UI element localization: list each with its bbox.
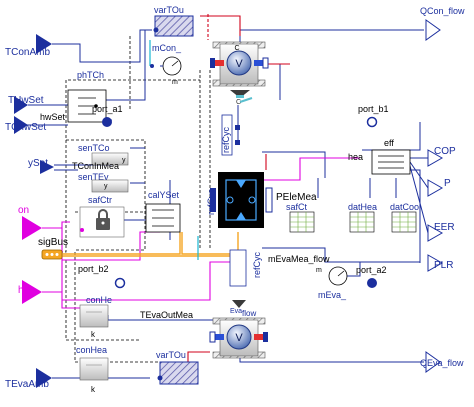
- sen-tco-label: senTCo: [78, 143, 110, 153]
- eff-label: eff: [384, 138, 394, 148]
- input-on-label: on: [18, 205, 29, 216]
- input-teva-amb[interactable]: TEvaAmb: [5, 368, 52, 390]
- saf-ctr-block[interactable]: safCtr: [79, 195, 125, 238]
- output-plr[interactable]: PLR: [427, 254, 453, 272]
- eva-outlet-arrow: Eva flow: [230, 300, 256, 318]
- ref-cyc-top-label: refCyc: [221, 126, 231, 153]
- ref-cyc-main-block[interactable]: refCyc: [206, 172, 273, 228]
- saf-ctr-label: safCtr: [88, 195, 112, 205]
- ph-tch-block[interactable]: phTCh: [67, 70, 107, 123]
- sen-tev-y: y: [104, 183, 108, 190]
- input-tcon-amb-label: TConAmb: [5, 47, 50, 58]
- sig-bus-label: sigBus: [38, 237, 68, 248]
- output-qeva-flow-label: QEva_flow: [420, 358, 464, 368]
- port-b2[interactable]: port_b2: [78, 264, 126, 289]
- con-he-label: conHe: [86, 295, 112, 305]
- m-eva-m-label: m: [316, 267, 322, 274]
- con-hea-label: conHea: [76, 345, 107, 355]
- saf-ct-block[interactable]: safCt: [286, 202, 315, 233]
- input-thw-set-label: THwSet: [8, 95, 44, 106]
- saf-ct-label: safCt: [286, 202, 308, 212]
- output-p[interactable]: P: [427, 178, 451, 197]
- input-hea[interactable]: hea: [18, 280, 42, 304]
- output-cop-label: COP: [434, 146, 456, 157]
- meva-mea-flow-label: mEvaMea_flow: [268, 254, 330, 264]
- con-outlet-arrow: C: [230, 90, 250, 106]
- m-con-label: mCon_: [152, 43, 182, 53]
- dat-hea-label: datHea: [348, 202, 377, 212]
- cal-yset-label: calYSet: [148, 190, 180, 200]
- var-tou-bot-label: varTOu: [156, 350, 186, 360]
- evaporator-block[interactable]: V: [209, 317, 268, 359]
- sen-tev-block[interactable]: senTEv y: [78, 172, 129, 193]
- output-qcon-flow[interactable]: QCon_flow: [420, 6, 465, 41]
- input-on[interactable]: on: [18, 205, 42, 240]
- output-eer-label: EER: [434, 222, 455, 233]
- sen-tco-y: y: [122, 157, 126, 164]
- ph-tch-label: phTCh: [77, 70, 104, 80]
- sig-bus-connector[interactable]: sigBus: [38, 237, 68, 260]
- pele-mea-label: PEleMea: [276, 192, 317, 203]
- t-con-in-mea-label: TConInMea: [72, 161, 119, 171]
- teva-out-mea-label: TEvaOutMea: [140, 310, 193, 320]
- output-plr-label: PLR: [434, 260, 453, 271]
- sen-tco-block[interactable]: senTCo y: [78, 143, 129, 166]
- condenser-fan-letter: V: [235, 58, 243, 70]
- con-hea-block[interactable]: conHea k: [76, 345, 109, 394]
- m-con-m-label: m: [172, 79, 178, 86]
- port-b1[interactable]: port_b1: [358, 104, 389, 128]
- output-p-label: P: [444, 178, 451, 189]
- hw-set-label: hwSet: [40, 112, 66, 122]
- ref-cyc-bot-label: refCyc: [252, 251, 262, 278]
- con-label-small: C: [236, 99, 241, 106]
- var-tou-bot-block[interactable]: varTOu: [156, 350, 199, 385]
- con-he-block[interactable]: conHe k: [79, 295, 112, 339]
- hea-signal-label: hea: [348, 152, 363, 162]
- dat-hea-block[interactable]: datHea: [348, 202, 377, 233]
- input-tchw-set-label: TChwSet: [5, 122, 46, 133]
- eff-block[interactable]: eff: [371, 138, 411, 175]
- input-tchw-set[interactable]: TChwSet: [5, 116, 46, 134]
- input-y-set[interactable]: ySet: [28, 158, 54, 174]
- m-con-sensor[interactable]: mCon_ m: [150, 43, 182, 86]
- condenser-c-label: C: [234, 45, 239, 52]
- ref-cyc-top-block[interactable]: refCyc: [221, 114, 240, 156]
- evaporator-fan-letter: V: [235, 332, 243, 344]
- port-a2-label: port_a2: [356, 265, 387, 275]
- input-y-set-label: ySet: [28, 158, 48, 169]
- var-tou-top-label: varTOu: [154, 5, 184, 15]
- m-eva-sensor[interactable]: m mEva_: [316, 266, 348, 300]
- m-eva-label: mEva_: [318, 290, 347, 300]
- condenser-block[interactable]: C V: [210, 41, 269, 87]
- port-a1-label: port_a1: [92, 104, 123, 114]
- output-eer[interactable]: EER: [427, 222, 455, 242]
- output-qeva-flow[interactable]: QEva_flow: [420, 351, 464, 373]
- port-b1-label: port_b1: [358, 104, 389, 114]
- input-teva-amb-label: TEvaAmb: [5, 379, 49, 390]
- input-hea-label: hea: [18, 285, 35, 296]
- port-b2-label: port_b2: [78, 264, 109, 274]
- output-qcon-flow-label: QCon_flow: [420, 6, 465, 16]
- var-tou-top-block[interactable]: varTOu: [153, 5, 194, 37]
- port-a2[interactable]: port_a2: [356, 265, 387, 288]
- con-he-k-label: k: [91, 330, 96, 339]
- eva-small-label: Eva: [230, 308, 242, 315]
- ref-cyc-bot-block[interactable]: refCyc: [229, 249, 262, 287]
- sen-tev-label: senTEv: [78, 172, 109, 182]
- cal-yset-block[interactable]: calYSet: [145, 190, 181, 233]
- output-cop[interactable]: COP: [427, 146, 456, 167]
- dat-coo-block[interactable]: datCoo: [390, 202, 419, 233]
- input-tcon-amb[interactable]: TConAmb: [5, 34, 52, 58]
- port-a1[interactable]: port_a1: [92, 104, 123, 127]
- flow-label: flow: [242, 309, 256, 318]
- dat-coo-label: datCoo: [390, 202, 419, 212]
- input-thw-set[interactable]: THwSet: [8, 95, 44, 114]
- con-hea-k-label: k: [91, 385, 96, 394]
